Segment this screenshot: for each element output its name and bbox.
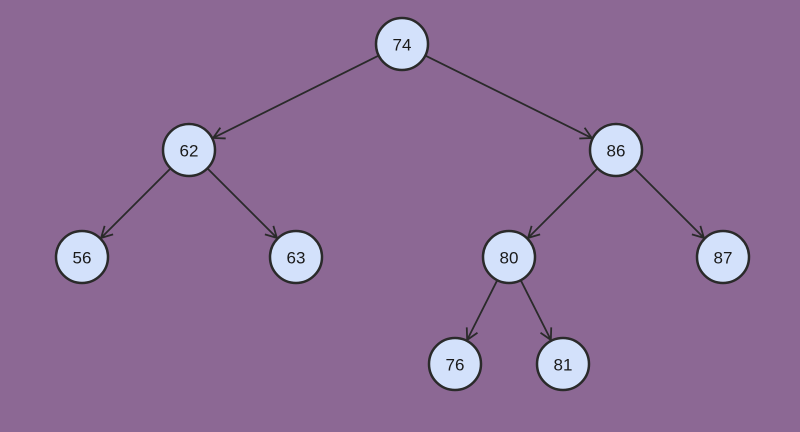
edge-n62-n56 [99, 167, 172, 240]
tree-node: 62 [161, 122, 217, 178]
tree-node: 87 [695, 229, 751, 285]
node-circle [161, 122, 217, 178]
node-circle [695, 229, 751, 285]
edge-n80-n76 [465, 279, 499, 342]
node-label: 87 [714, 249, 733, 268]
tree-node: 76 [427, 336, 483, 392]
edge-n74-n62 [211, 54, 380, 140]
node-label: 86 [607, 142, 626, 161]
tree-node: 80 [481, 229, 537, 285]
node-label: 63 [287, 249, 306, 268]
edge-n80-n81 [519, 279, 553, 342]
edge-n86-n80 [526, 167, 599, 240]
node-circle [374, 16, 430, 72]
node-label: 81 [554, 356, 573, 375]
tree-node: 86 [588, 122, 644, 178]
node-label: 62 [180, 142, 199, 161]
node-circle [268, 229, 324, 285]
node-label: 56 [73, 249, 92, 268]
edge-n74-n86 [424, 54, 594, 140]
tree-node: 74 [374, 16, 430, 72]
nodes-layer: 74 62 86 56 63 80 87 76 81 [54, 16, 751, 392]
edges-layer [99, 54, 706, 342]
node-label: 74 [393, 36, 412, 55]
node-circle [588, 122, 644, 178]
node-label: 80 [500, 249, 519, 268]
tree-node: 81 [535, 336, 591, 392]
node-label: 76 [446, 356, 465, 375]
node-circle [535, 336, 591, 392]
node-circle [54, 229, 110, 285]
edge-n86-n87 [633, 167, 706, 240]
tree-node: 56 [54, 229, 110, 285]
edge-n62-n63 [206, 167, 279, 240]
node-circle [427, 336, 483, 392]
node-circle [481, 229, 537, 285]
tree-node: 63 [268, 229, 324, 285]
